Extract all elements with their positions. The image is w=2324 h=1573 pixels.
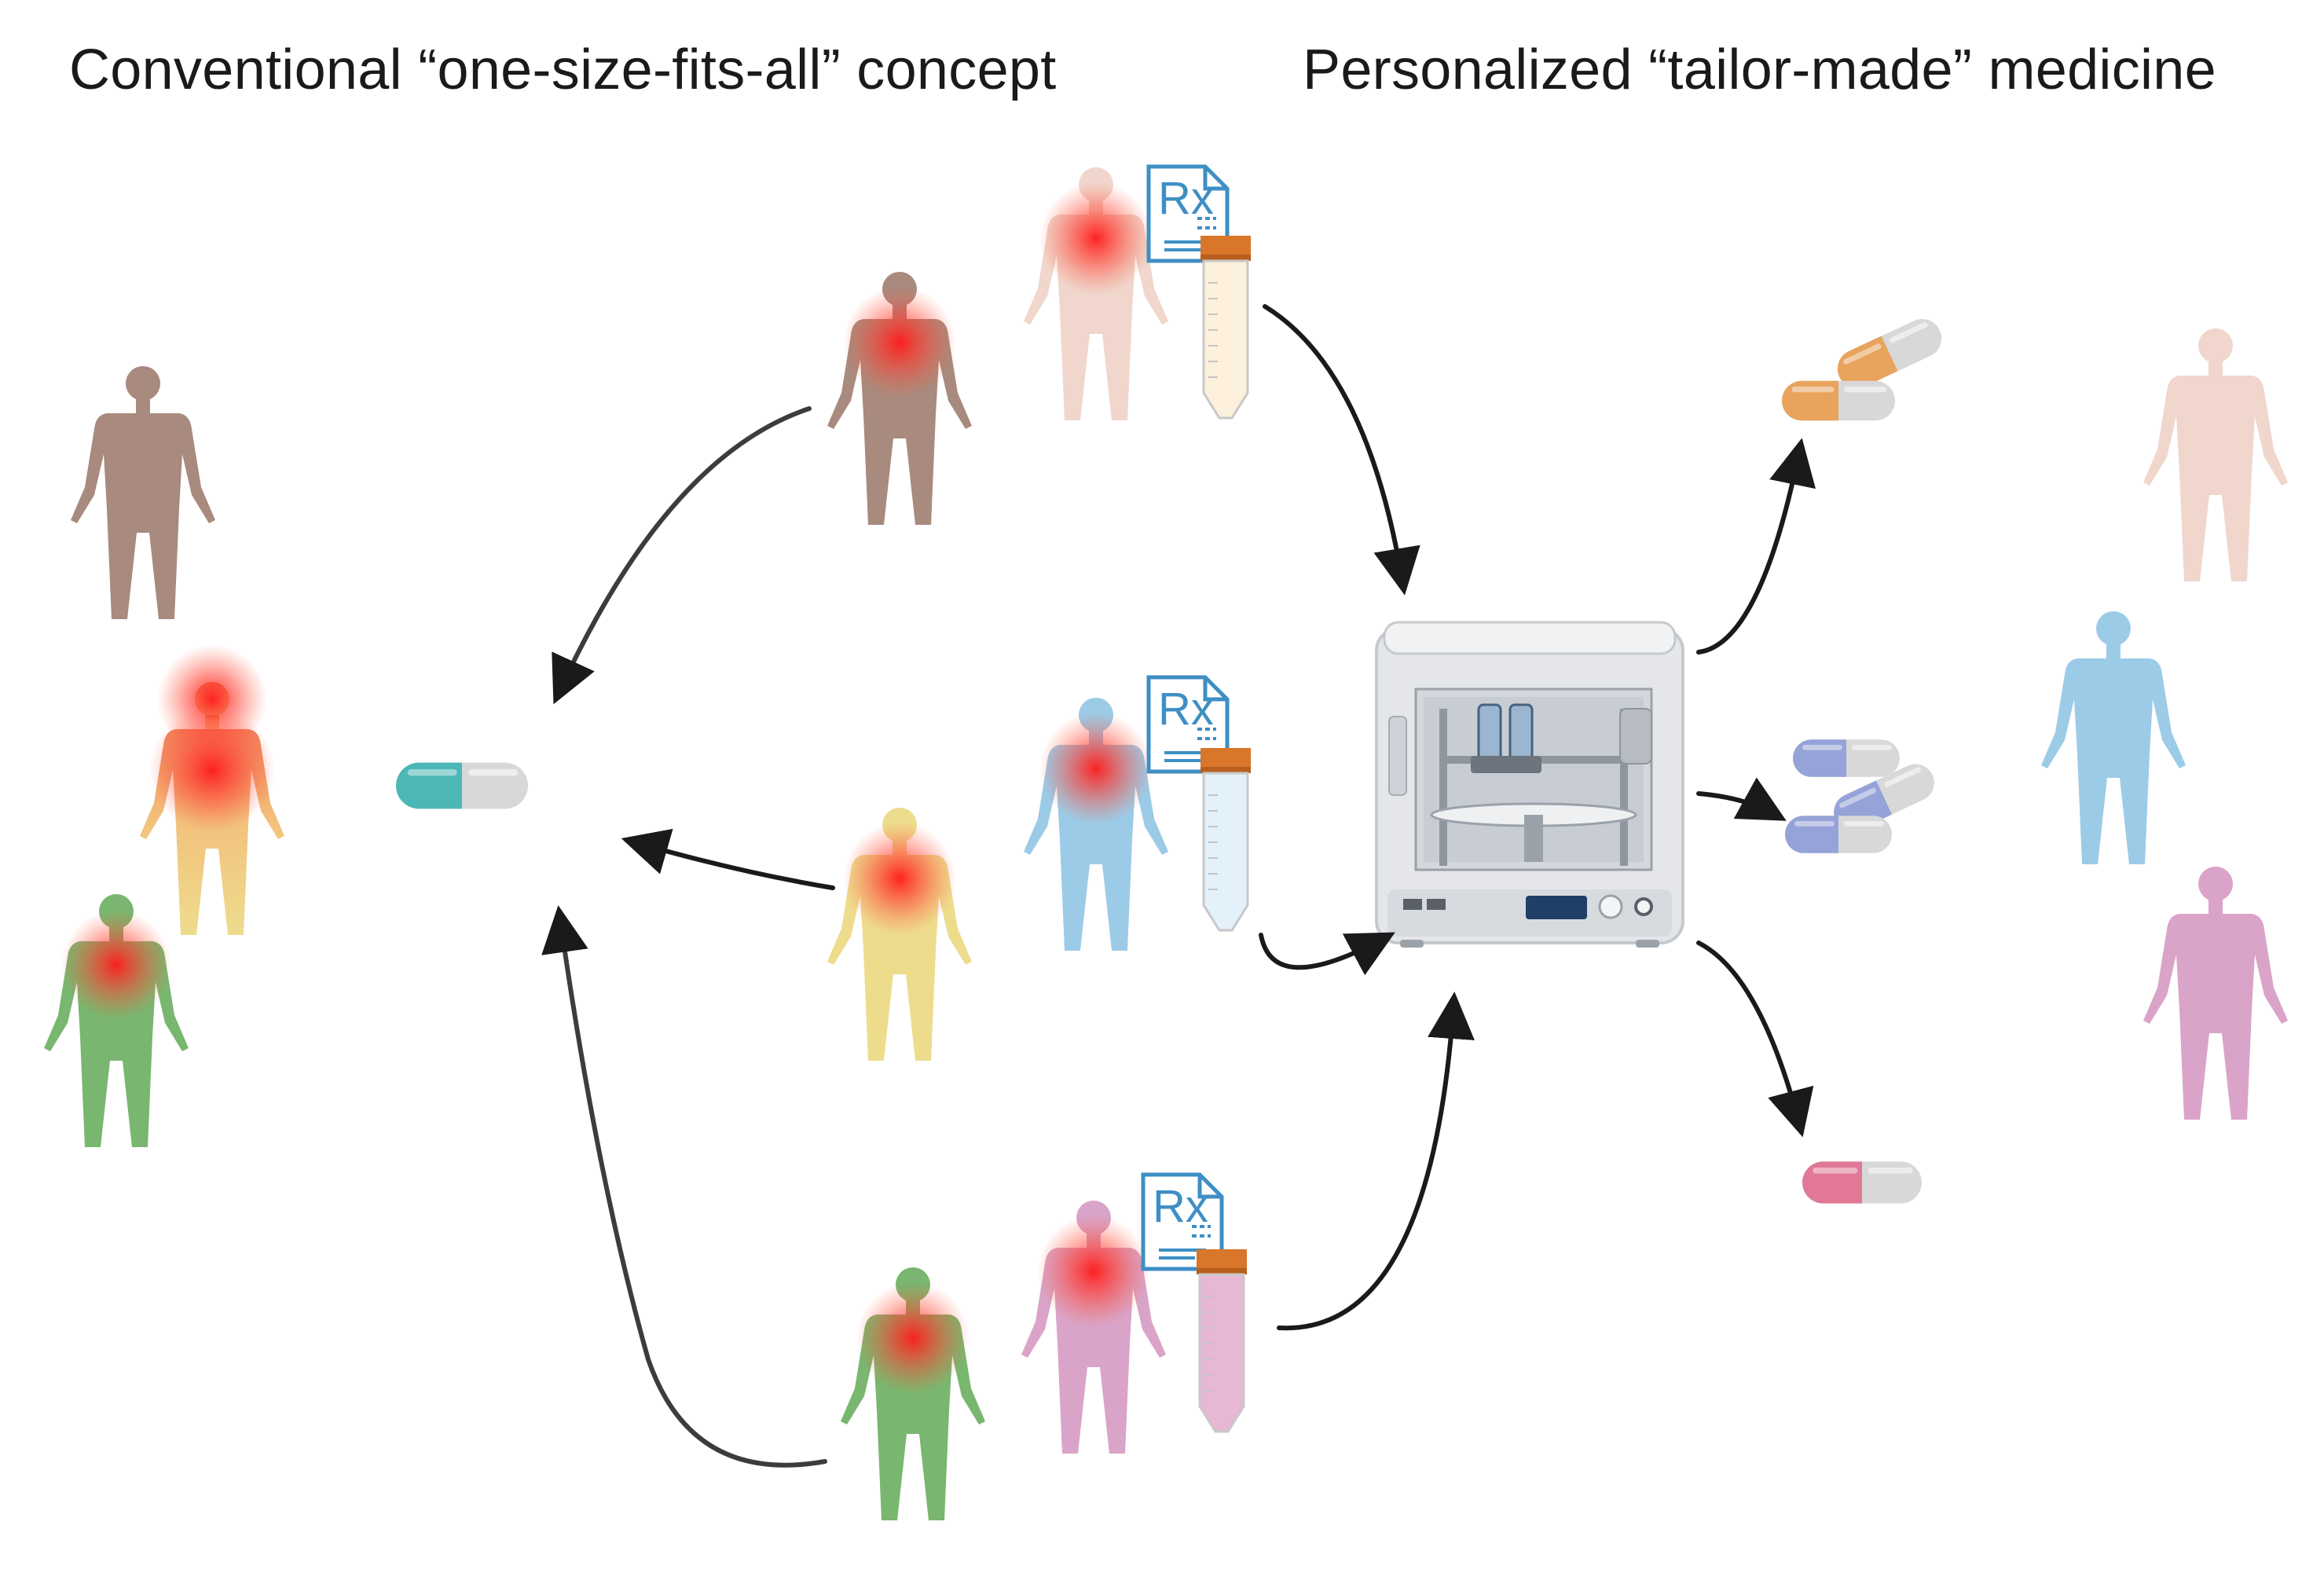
- prescription-icon: Rx: [1143, 1175, 1222, 1269]
- prescription-icon: Rx: [1149, 167, 1227, 261]
- capsule-icon: [1782, 380, 1895, 421]
- arrow-brown-to-capsule: [552, 406, 812, 705]
- arrows: [541, 304, 1816, 1468]
- human-body-icon: [2041, 611, 2186, 864]
- rx-label: Rx: [1158, 684, 1214, 735]
- human-body-icon: [1021, 1201, 1166, 1454]
- human-body-icon: [1024, 167, 1168, 420]
- human-body-icon: [841, 1267, 985, 1520]
- arrow-tube1-to-printer: [1263, 304, 1420, 596]
- arrow-printer-to-pink: [1696, 940, 1814, 1138]
- human-body-icon: [140, 644, 284, 935]
- sample-tube-icon: [1199, 234, 1252, 420]
- human-body-icon: [1024, 698, 1168, 951]
- sample-tube-icon: [1195, 1248, 1248, 1433]
- rx-label: Rx: [1158, 173, 1214, 224]
- human-body-icon: [71, 366, 215, 619]
- title-personalized: Personalized “tailor-made” medicine: [1303, 38, 2216, 101]
- capsule-icon: [1793, 739, 1900, 777]
- arrow-printer-to-blue: [1696, 777, 1787, 821]
- patient-group-left: [44, 366, 284, 1147]
- prescription-icon: Rx: [1149, 677, 1227, 772]
- human-body-icon: [2143, 328, 2288, 581]
- capsule-icon: [1785, 816, 1892, 853]
- arrow-tube2-to-printer: [1259, 932, 1395, 976]
- sample-tube-icon: [1199, 746, 1252, 932]
- arrow-yellow-to-capsule: [621, 828, 835, 890]
- arrow-green-to-capsule: [541, 905, 827, 1468]
- human-body-icon: [827, 272, 972, 525]
- title-conventional: Conventional “one-size-fits-all” concept: [69, 38, 1057, 101]
- capsule-icon: [396, 762, 528, 809]
- human-body-icon: [2143, 867, 2288, 1120]
- arrow-tube3-to-printer: [1277, 992, 1475, 1331]
- human-body-icon: [827, 808, 972, 1061]
- capsule-icon: [1802, 1161, 1922, 1204]
- rx-label: Rx: [1153, 1181, 1208, 1232]
- 3d-printer-icon: [1375, 621, 1684, 948]
- human-body-icon: [44, 894, 189, 1147]
- arrow-printer-to-orange: [1696, 438, 1816, 654]
